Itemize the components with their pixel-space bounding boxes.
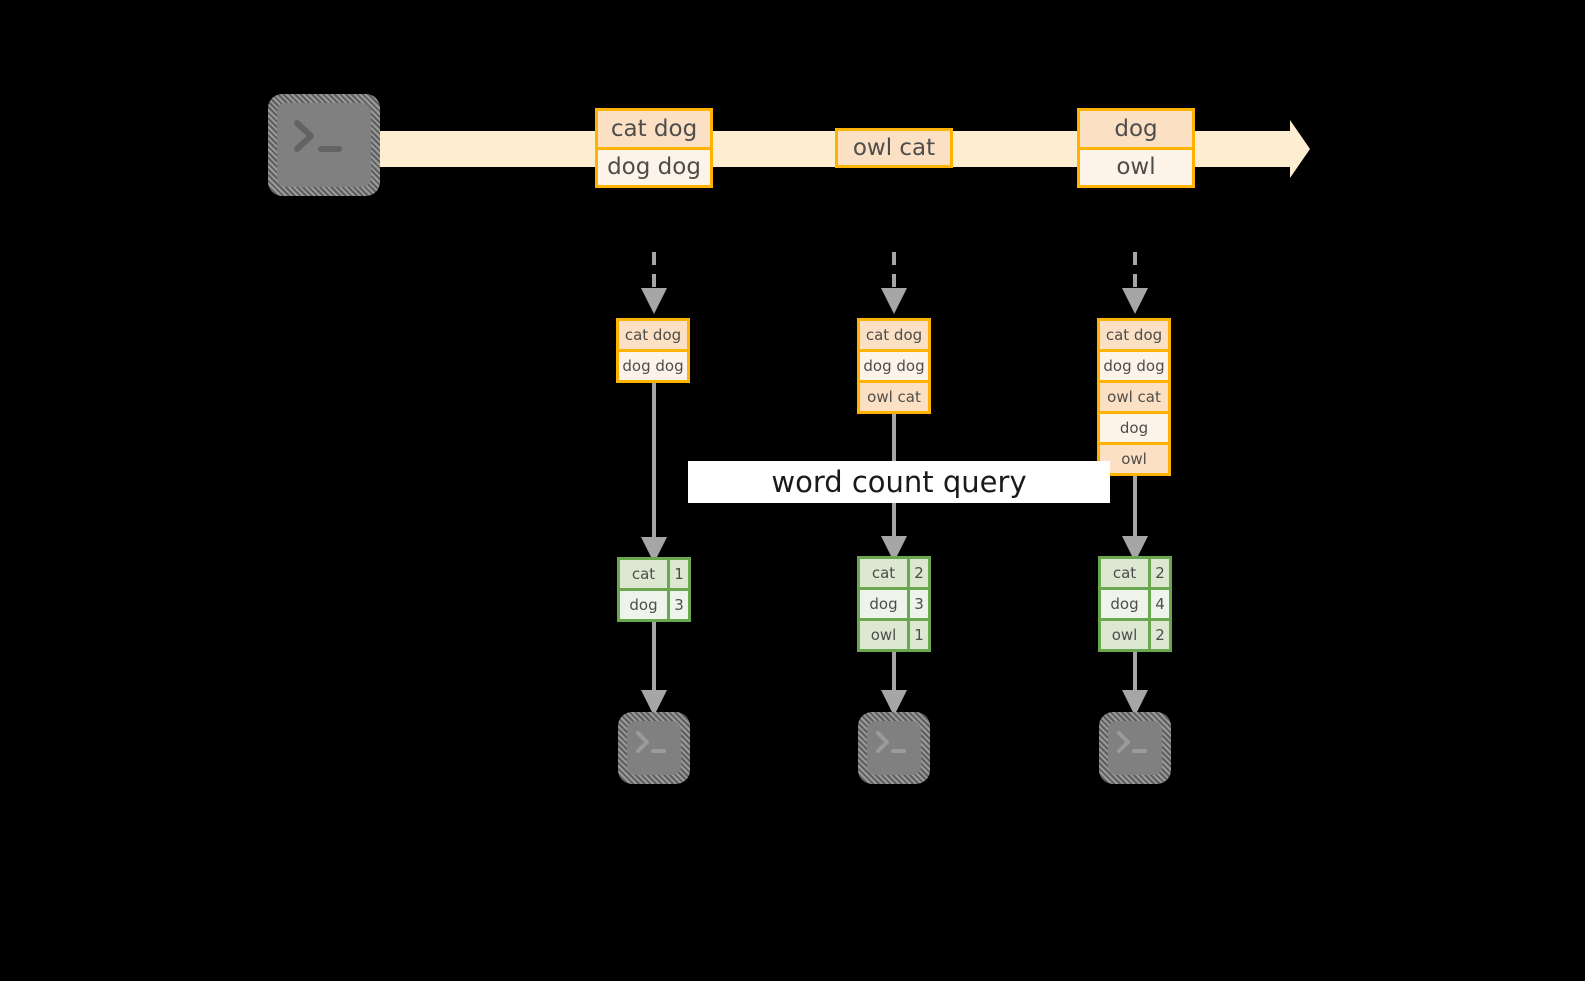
stream-batch-2[interactable]: owl cat — [835, 128, 953, 168]
result-2-word-3: owl — [860, 621, 907, 649]
accumulated-1-line-2: dog dog — [619, 349, 687, 380]
accumulated-2-line-2: dog dog — [860, 349, 928, 380]
accumulated-3-line-3: owl cat — [1100, 380, 1168, 411]
result-table-1[interactable]: cat 1 dog 3 — [617, 557, 691, 622]
terminal-screen — [277, 103, 371, 187]
result-3-word-1: cat — [1101, 559, 1148, 587]
terminal-screen — [867, 721, 921, 775]
arrow-stream-to-accumulated-3 — [1122, 252, 1148, 314]
table-row: dog 4 — [1101, 587, 1169, 618]
terminal-screen — [627, 721, 681, 775]
result-table-3[interactable]: cat 2 dog 4 owl 2 — [1098, 556, 1172, 652]
arrow-stream-to-accumulated-1 — [641, 252, 667, 314]
prompt-glyph-icon — [636, 731, 666, 753]
stream-batch-1-line-1: cat dog — [598, 111, 710, 147]
result-table-2[interactable]: cat 2 dog 3 owl 1 — [857, 556, 931, 652]
table-row: cat 2 — [1101, 559, 1169, 587]
accumulated-3-line-4: dog — [1100, 411, 1168, 442]
prompt-glyph-icon — [1117, 731, 1147, 753]
accumulated-1[interactable]: cat dog dog dog — [616, 318, 690, 383]
result-3-count-3: 2 — [1148, 621, 1169, 649]
result-1-word-2: dog — [620, 591, 667, 619]
result-2-count-3: 1 — [907, 621, 928, 649]
table-row: cat 2 — [860, 559, 928, 587]
stream-batch-1[interactable]: cat dog dog dog — [595, 108, 713, 188]
accumulated-3-line-2: dog dog — [1100, 349, 1168, 380]
stream-batch-3-line-1: dog — [1080, 111, 1192, 147]
table-row: owl 1 — [860, 618, 928, 649]
result-1-count-2: 3 — [667, 591, 688, 619]
result-3-word-2: dog — [1101, 590, 1148, 618]
result-3-count-2: 4 — [1148, 590, 1169, 618]
query-label-text: word count query — [771, 465, 1027, 499]
table-row: dog 3 — [860, 587, 928, 618]
stream-batch-3[interactable]: dog owl — [1077, 108, 1195, 188]
result-1-word-1: cat — [620, 560, 667, 588]
accumulated-3-line-1: cat dog — [1100, 321, 1168, 349]
result-2-word-1: cat — [860, 559, 907, 587]
table-row: dog 3 — [620, 588, 688, 619]
arrow-result-to-sink-3 — [1122, 652, 1148, 716]
stream-batch-1-line-2: dog dog — [598, 146, 710, 185]
accumulated-2-line-3: owl cat — [860, 380, 928, 411]
sink-terminal-icon-2[interactable] — [858, 712, 930, 784]
accumulated-2-line-1: cat dog — [860, 321, 928, 349]
arrow-accumulated-to-result-1 — [641, 383, 667, 563]
prompt-glyph-icon — [294, 120, 342, 152]
arrow-result-to-sink-1 — [641, 622, 667, 716]
prompt-glyph-icon — [876, 731, 906, 753]
result-2-count-2: 3 — [907, 590, 928, 618]
source-terminal-icon[interactable] — [268, 94, 380, 196]
result-3-word-3: owl — [1101, 621, 1148, 649]
accumulated-1-line-1: cat dog — [619, 321, 687, 349]
sink-terminal-icon-3[interactable] — [1099, 712, 1171, 784]
result-2-word-2: dog — [860, 590, 907, 618]
sink-terminal-icon-1[interactable] — [618, 712, 690, 784]
stream-arrowhead — [1290, 120, 1310, 178]
accumulated-3-line-5: owl — [1100, 442, 1168, 473]
stream-batch-3-line-2: owl — [1080, 146, 1192, 185]
result-3-count-1: 2 — [1148, 559, 1169, 587]
result-1-count-1: 1 — [667, 560, 688, 588]
table-row: cat 1 — [620, 560, 688, 588]
stream-batch-2-line-1: owl cat — [838, 131, 950, 165]
table-row: owl 2 — [1101, 618, 1169, 649]
query-label: word count query — [688, 461, 1110, 503]
terminal-screen — [1108, 721, 1162, 775]
arrow-stream-to-accumulated-2 — [881, 252, 907, 314]
accumulated-2[interactable]: cat dog dog dog owl cat — [857, 318, 931, 414]
result-2-count-1: 2 — [907, 559, 928, 587]
accumulated-3[interactable]: cat dog dog dog owl cat dog owl — [1097, 318, 1171, 476]
arrow-accumulated-to-result-3 — [1122, 476, 1148, 562]
arrow-result-to-sink-2 — [881, 652, 907, 716]
